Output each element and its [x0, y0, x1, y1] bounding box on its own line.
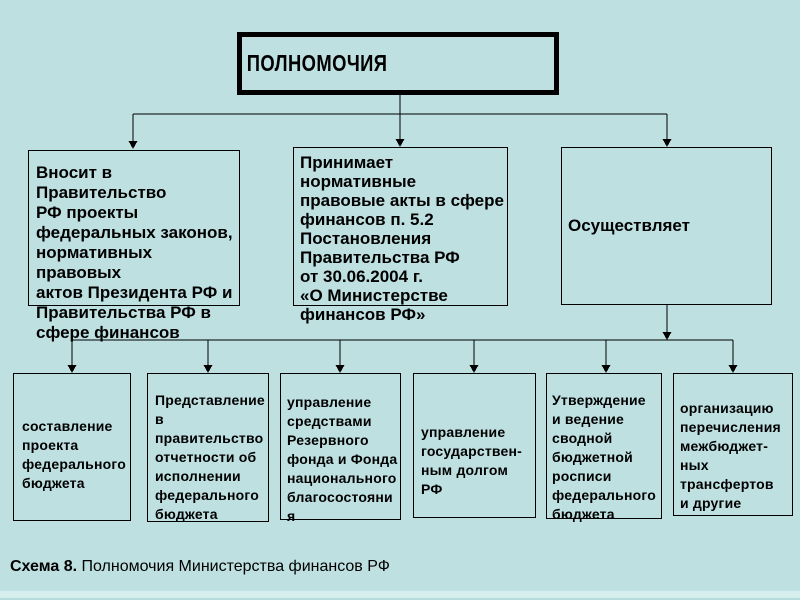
node-text: управление средствами Резервного фонда и…	[287, 394, 398, 524]
node-text: Вносит в Правительство РФ проекты федера…	[36, 163, 233, 342]
leaf-budget-rospis: Утверждение и ведение сводной бюджетной …	[546, 373, 662, 522]
node-text: Осуществляет	[568, 216, 690, 235]
leaf-state-debt: управление государствен- ным долгом РФ	[413, 373, 536, 518]
caption-text: Полномочия Министерства финансов РФ	[77, 558, 390, 575]
leaf-budget-draft: составление проекта федерального бюджета	[13, 373, 131, 521]
node-vnosit-proekty: Вносит в Правительство РФ проекты федера…	[28, 150, 240, 342]
node-text: составление проекта федерального бюджета	[22, 418, 126, 491]
caption-label: Схема 8.	[10, 558, 78, 575]
bottom-edge-strip	[0, 598, 800, 600]
root-box: ПОЛНОМОЧИЯ	[237, 32, 559, 95]
leaf-reserve-fund: управление средствами Резервного фонда и…	[280, 373, 401, 524]
node-osushchestvlyaet: Осуществляет	[561, 147, 772, 305]
node-prinimaet-akty: Принимает нормативные правовые акты в сф…	[293, 147, 508, 324]
leaf-reporting: Представление в правительство отчетности…	[147, 373, 269, 522]
root-title: ПОЛНОМОЧИЯ	[246, 50, 388, 76]
node-text: Принимает нормативные правовые акты в сф…	[300, 153, 504, 324]
leaf-transfers: организацию перечисления межбюджет- ных …	[673, 373, 793, 516]
node-text: управление государствен- ным долгом РФ	[421, 424, 523, 497]
caption: Схема 8. Полномочия Министерства финансо…	[10, 556, 390, 578]
node-text: Утверждение и ведение сводной бюджетной …	[552, 392, 656, 522]
node-text: Представление в правительство отчетности…	[155, 392, 265, 522]
node-text: организацию перечисления межбюджет- ных …	[680, 400, 781, 511]
bottom-light-strip	[0, 591, 800, 598]
